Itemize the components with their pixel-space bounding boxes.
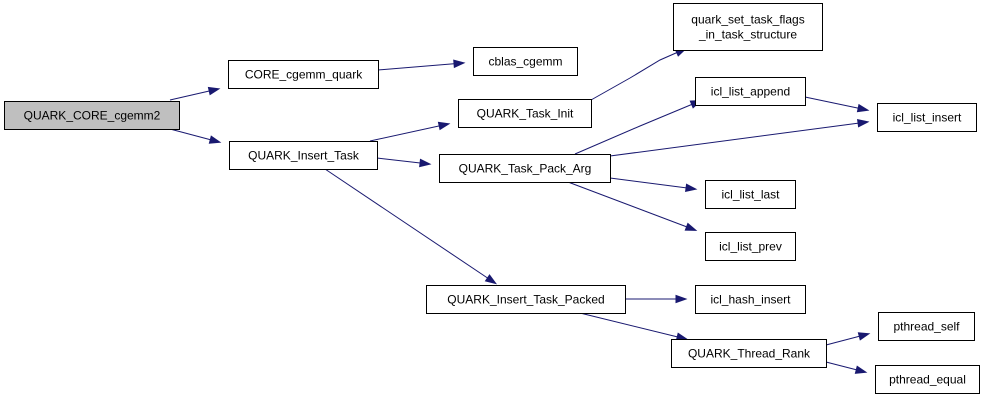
edge-line	[369, 123, 449, 142]
edge-quark_insert_task_packed-to-quark_thread_rank	[579, 312, 689, 341]
edge-arrowhead	[685, 183, 698, 193]
node-box	[695, 77, 806, 106]
edge-line	[609, 177, 696, 190]
node-box	[705, 180, 796, 209]
node-box	[877, 103, 977, 132]
node-icl_list_insert[interactable]: icl_list_insert	[877, 103, 977, 132]
node-box	[426, 285, 626, 314]
edge-quark_insert_task_packed-to-icl_hash_insert	[625, 294, 688, 304]
node-box	[673, 3, 823, 51]
edge-quark_task_pack_arg-to-icl_list_prev	[567, 181, 698, 231]
edge-icl_list_append-to-icl_list_insert	[804, 96, 870, 113]
node-box	[878, 312, 975, 341]
edge-line	[804, 96, 868, 111]
nodes-layer: QUARK_CORE_cgemm2 CORE_cgemm_quark cblas_c…	[4, 3, 980, 394]
node-quark_task_init[interactable]: QUARK_Task_Init	[458, 99, 592, 128]
node-icl_list_last[interactable]: icl_list_last	[705, 180, 796, 209]
node-box	[671, 339, 827, 368]
node-box	[473, 47, 578, 76]
node-pthread_self[interactable]: pthread_self	[878, 312, 975, 341]
node-box	[875, 365, 980, 394]
edge-line	[324, 168, 496, 284]
node-quark_set_task_flags[interactable]: quark_set_task_flags_in_task_structure	[673, 3, 823, 51]
node-box	[228, 60, 379, 89]
node-label: QUARK_Insert_Task_Packed	[447, 293, 604, 307]
edge-core_cgemm_quark-to-cblas_cgemm	[377, 59, 466, 71]
node-box	[4, 101, 180, 130]
edge-quark_insert_task-to-quark_task_pack_arg	[376, 157, 432, 168]
node-quark_task_pack_arg[interactable]: QUARK_Task_Pack_Arg	[439, 154, 611, 183]
edge-arrowhead	[854, 365, 868, 374]
edge-quark_core_cgemm2-to-core_cgemm_quark	[169, 86, 221, 101]
node-label: icl_hash_insert	[710, 293, 791, 307]
node-pthread_equal[interactable]: pthread_equal	[875, 365, 980, 394]
edge-quark_task_pack_arg-to-icl_list_insert	[609, 118, 870, 157]
edge-arrowhead	[856, 103, 870, 113]
edge-quark_insert_task-to-quark_task_init	[369, 121, 451, 142]
node-label: QUARK_Task_Init	[477, 107, 574, 121]
node-label: cblas_cgemm	[488, 55, 562, 69]
edge-arrowhead	[208, 135, 222, 144]
edge-quark_task_init-to-quark_set_task_flags	[590, 48, 688, 101]
edge-line	[609, 121, 868, 157]
node-label: icl_list_last	[721, 188, 780, 202]
node-box	[695, 285, 806, 314]
edge-line	[377, 62, 464, 71]
edge-arrowhead	[419, 158, 432, 168]
node-label: QUARK_Thread_Rank	[688, 347, 811, 361]
edge-line	[590, 48, 686, 101]
node-icl_list_prev[interactable]: icl_list_prev	[705, 232, 796, 261]
node-box	[705, 232, 796, 261]
node-box	[458, 99, 592, 128]
node-label: pthread_equal	[889, 373, 966, 387]
node-label: icl_list_prev	[719, 240, 782, 254]
node-icl_hash_insert[interactable]: icl_hash_insert	[695, 285, 806, 314]
node-label: QUARK_Insert_Task	[248, 149, 360, 163]
edge-quark_task_pack_arg-to-icl_list_last	[609, 177, 698, 193]
edge-line	[574, 100, 701, 155]
node-quark_thread_rank[interactable]: QUARK_Thread_Rank	[671, 339, 827, 368]
edges-layer	[169, 48, 871, 374]
node-quark_core_cgemm2[interactable]: QUARK_CORE_cgemm2	[4, 101, 180, 130]
node-label: CORE_cgemm_quark	[245, 68, 363, 82]
node-quark_insert_task_packed[interactable]: QUARK_Insert_Task_Packed	[426, 285, 626, 314]
node-label: QUARK_CORE_cgemm2	[24, 109, 161, 123]
edge-arrowhead	[675, 294, 688, 304]
edge-line	[567, 181, 696, 231]
edge-arrowhead	[453, 59, 466, 69]
node-box	[229, 141, 378, 170]
node-core_cgemm_quark[interactable]: CORE_cgemm_quark	[228, 60, 379, 89]
edge-quark_insert_task-to-quark_insert_task_packed	[324, 168, 498, 285]
node-label: icl_list_append	[711, 85, 790, 99]
edge-quark_core_cgemm2-to-quark_insert_task	[169, 128, 222, 144]
edge-line	[579, 312, 687, 340]
node-label: pthread_self	[893, 320, 960, 334]
edge-arrowhead	[484, 274, 498, 285]
edge-arrowhead	[207, 86, 221, 96]
node-box	[439, 154, 611, 183]
edge-arrowhead	[684, 222, 698, 231]
node-quark_insert_task[interactable]: QUARK_Insert_Task	[229, 141, 378, 170]
edge-quark_thread_rank-to-pthread_self	[825, 332, 871, 346]
node-label: icl_list_insert	[893, 111, 962, 125]
node-label: _in_task_structure	[698, 28, 797, 42]
node-cblas_cgemm[interactable]: cblas_cgemm	[473, 47, 578, 76]
node-label: QUARK_Task_Pack_Arg	[459, 162, 592, 176]
edge-arrowhead	[857, 332, 871, 341]
edge-arrowhead	[857, 118, 870, 128]
edge-arrowhead	[437, 121, 451, 131]
edge-quark_thread_rank-to-pthread_equal	[825, 361, 868, 374]
node-icl_list_append[interactable]: icl_list_append	[695, 77, 806, 106]
node-label: quark_set_task_flags	[691, 13, 804, 27]
